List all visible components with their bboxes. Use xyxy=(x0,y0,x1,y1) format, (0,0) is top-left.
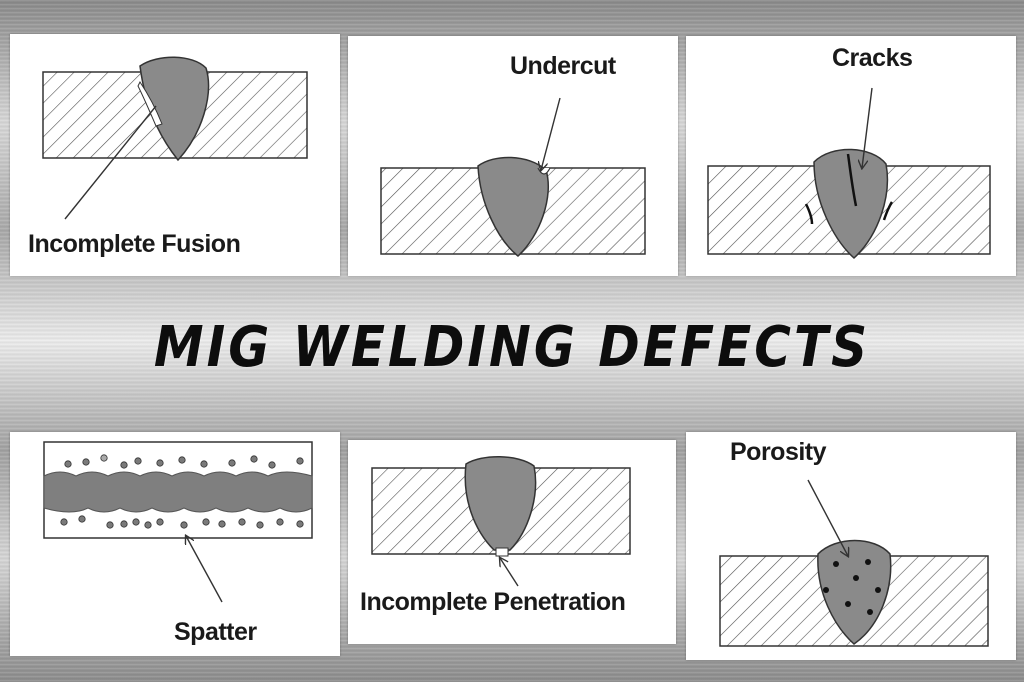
weld-bead xyxy=(43,471,313,513)
page-title: MIG WELDING DEFECTS xyxy=(153,314,871,380)
unfused-gap xyxy=(137,81,163,127)
panel-spatter: Spatter xyxy=(10,432,340,656)
undercut-diagram xyxy=(380,97,646,257)
pointer-arrow xyxy=(186,536,223,603)
spatter-droplets xyxy=(60,454,304,529)
crack-line xyxy=(882,201,894,221)
panel-incomplete-fusion: Incomplete Fusion xyxy=(10,34,340,276)
pointer-arrow xyxy=(500,558,519,587)
panel-undercut: Undercut xyxy=(348,36,678,276)
crack-line xyxy=(846,153,858,207)
incomplete-penetration-diagram xyxy=(371,456,631,587)
undercut-label: Undercut xyxy=(510,52,616,80)
cracks-diagram xyxy=(707,87,991,260)
unpenetrated-root xyxy=(495,547,509,557)
pointer-arrow xyxy=(541,97,561,170)
incomplete-fusion-label: Incomplete Fusion xyxy=(28,230,241,258)
spatter-label: Spatter xyxy=(174,618,257,646)
gas-pores xyxy=(823,559,881,615)
porosity-label: Porosity xyxy=(730,438,827,466)
weld-bead xyxy=(477,156,550,257)
spatter-diagram xyxy=(43,441,313,603)
crack-line xyxy=(804,203,814,225)
pointer-arrow xyxy=(862,87,873,168)
cracks-label: Cracks xyxy=(832,44,913,72)
porosity-diagram xyxy=(719,479,989,647)
weld-bead xyxy=(813,148,889,260)
panel-incomplete-penetration: Incomplete Penetration xyxy=(348,440,676,644)
pointer-arrow xyxy=(807,479,848,556)
panel-cracks: Cracks xyxy=(686,36,1016,276)
incomplete-penetration-label: Incomplete Penetration xyxy=(360,588,626,616)
weld-bead xyxy=(464,456,537,551)
panel-porosity: Porosity xyxy=(686,432,1016,660)
incomplete-fusion-diagram xyxy=(42,56,308,220)
pointer-arrow xyxy=(64,105,157,220)
